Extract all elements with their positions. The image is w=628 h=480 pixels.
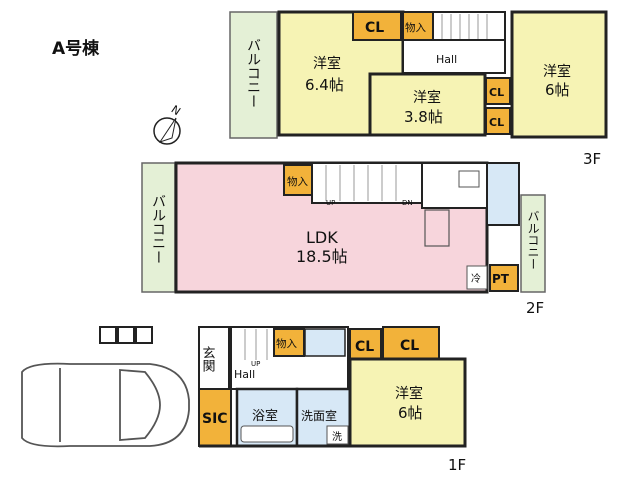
- 3f-storage-label: 物入: [405, 21, 426, 34]
- compass-north-label: N: [169, 103, 183, 118]
- 1f-stair-lines: [244, 329, 268, 360]
- 1f-washroom-label: 洗面室: [301, 408, 337, 423]
- compass-icon: N: [153, 103, 183, 145]
- 1f-entry-steps: [99, 326, 153, 344]
- 3f-cl1: [352, 11, 402, 41]
- 2f-pt-label: PT: [492, 272, 510, 286]
- 2f-stair-lines: [325, 165, 397, 201]
- 1f-washer: [326, 425, 349, 445]
- 3f-cl3: [485, 107, 511, 135]
- 1f-sic-label: SIC: [202, 411, 228, 427]
- 1f-floor-label: 1F: [448, 456, 466, 474]
- 2f-stove-icon: [458, 170, 480, 188]
- 3f-cl1-label: CL: [365, 20, 384, 36]
- 1f-cl2-label: CL: [400, 338, 419, 354]
- 1f-toilet: [304, 328, 346, 357]
- 1f-storage-label: 物入: [276, 337, 297, 350]
- 2f-fridge: [466, 265, 488, 290]
- 1f-room-name: 洋室: [395, 385, 423, 402]
- 2f-balcony-west-label: バルコニー: [150, 194, 166, 264]
- 3f-cl2-label: CL: [489, 86, 504, 99]
- 2f-up-label: UP: [326, 199, 335, 207]
- car-icon: [21, 362, 190, 448]
- 2f-floor-label: 2F: [526, 299, 544, 317]
- 3f-hall: [402, 39, 506, 74]
- 2f-balcony-west: [141, 162, 176, 293]
- floor-2f: バルコニー UP DN 物入 LDK 18.5帖 冷 PT バルコニー 2F: [141, 161, 546, 317]
- 2f-ldk-name: LDK: [306, 228, 338, 247]
- 2f-ldk-size: 18.5帖: [296, 247, 348, 266]
- 2f-kitchen-sink: [424, 209, 450, 247]
- 1f-hall-label: Hall: [234, 368, 255, 381]
- 1f-washer-label: 洗: [332, 431, 342, 443]
- 3f-cl2: [485, 77, 511, 105]
- 3f-hall-label: Hall: [436, 53, 457, 66]
- 1f-storage: [273, 328, 305, 357]
- 3f-balcony: [229, 11, 278, 139]
- 3f-floor-label: 3F: [583, 150, 601, 168]
- 3f-balcony-label: バルコニー: [245, 38, 261, 108]
- 1f-room: [348, 357, 467, 448]
- floor-3f: バルコニー 洋室 6.4帖 CL 物入 DN Hall 洋室 3.8帖 CL C…: [229, 10, 608, 168]
- 2f-pt: [489, 264, 519, 292]
- 2f-toilet: [486, 162, 520, 226]
- 2f-storage-label: 物入: [287, 175, 308, 188]
- 1f-bath-label: 浴室: [252, 408, 278, 424]
- 3f-west-room-size: 6.4帖: [305, 76, 344, 94]
- floor-1f: 玄関 SIC UP Hall 物入 浴室 洗面室 洗 CL CL 洋室 6帖 1…: [21, 326, 467, 474]
- building-label: A号棟: [52, 38, 100, 59]
- 1f-up-label: UP: [251, 360, 260, 368]
- 1f-room-size: 6帖: [398, 404, 423, 422]
- 3f-east-room: [510, 10, 608, 139]
- 2f-stair: [311, 162, 423, 204]
- 2f-fridge-label: 冷: [471, 272, 481, 285]
- 3f-east-room-size: 6帖: [545, 81, 570, 99]
- 1f-bathtub: [240, 425, 294, 443]
- 3f-mid-room-size: 3.8帖: [404, 108, 443, 126]
- 3f-cl3-label: CL: [489, 116, 504, 129]
- 3f-east-room-name: 洋室: [543, 63, 571, 80]
- 1f-entrance-label: 玄関: [200, 346, 216, 373]
- 2f-balcony-east: [520, 194, 546, 293]
- 3f-mid-room-name: 洋室: [413, 89, 441, 106]
- 2f-balcony-east-label: バルコニー: [526, 210, 540, 270]
- 3f-west-room-name: 洋室: [313, 55, 341, 72]
- 2f-dn-label: DN: [402, 199, 413, 207]
- 1f-cl1-label: CL: [355, 339, 374, 355]
- 2f-storage: [283, 164, 313, 196]
